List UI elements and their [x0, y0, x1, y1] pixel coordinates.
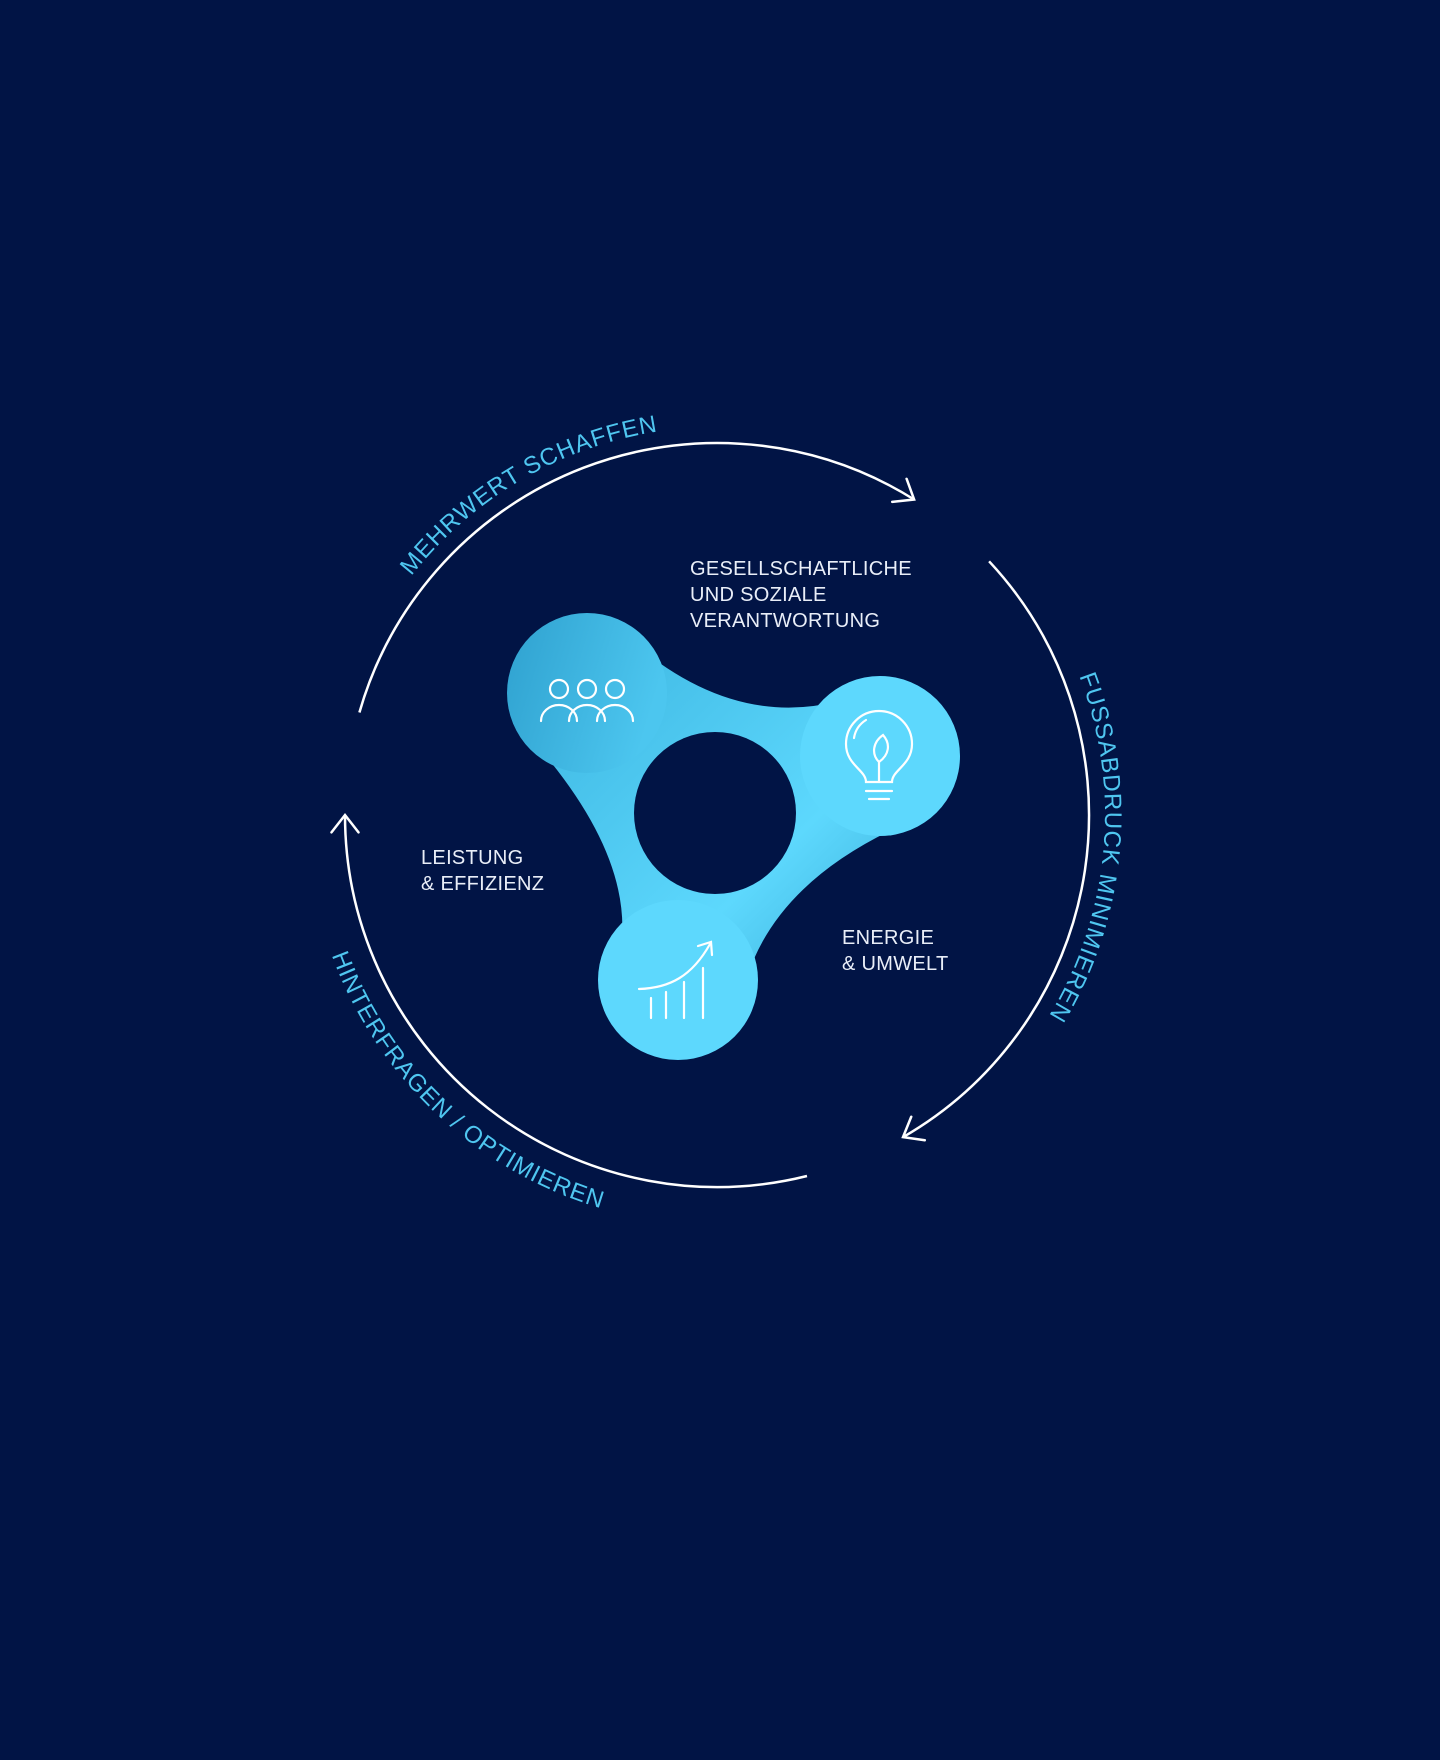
arrow-arc-right	[902, 560, 1091, 1139]
arrowhead-icon	[901, 1115, 927, 1142]
people-icon	[539, 678, 635, 723]
arrow-arc-bottom	[343, 814, 808, 1189]
arrowhead-icon	[330, 812, 360, 834]
lobe-social	[507, 613, 667, 773]
arc-label-bottom: HINTERFRAGEN / OPTIMIEREN	[326, 948, 608, 1215]
trefoil-shape	[507, 613, 960, 1060]
cycle-arrows	[330, 441, 1091, 1189]
arrowhead-icon	[891, 477, 916, 504]
lobe-energy	[800, 676, 960, 836]
arc-label-right: FUSSABDRUCK MINIMIEREN	[1043, 669, 1126, 1027]
pillar-label-energy: ENERGIE& UMWELT	[842, 927, 949, 975]
growth-chart-icon	[637, 940, 714, 1020]
center-hole	[634, 732, 796, 894]
arrow-arc-top	[358, 441, 915, 713]
pillar-label-performance: LEISTUNG& EFFIZIENZ	[421, 847, 545, 895]
lightbulb-leaf-icon	[844, 709, 914, 801]
